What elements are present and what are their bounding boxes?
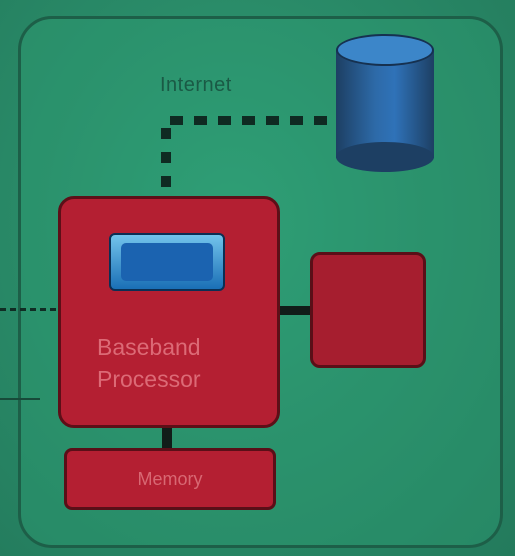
internet-path-dot [314, 116, 327, 125]
internet-path-dot [218, 116, 231, 125]
internet-path-dot [161, 152, 171, 163]
internet-path-dot [266, 116, 279, 125]
side-component-block [310, 252, 426, 368]
baseband-processor-block: Baseband Processor [58, 196, 280, 428]
processor-memory-link [162, 428, 172, 448]
baseband-processor-label: Baseband Processor [97, 334, 201, 392]
internet-path-dot [161, 128, 171, 139]
internet-path-dot [194, 116, 207, 125]
internet-path-dot [290, 116, 303, 125]
server-body [336, 50, 434, 158]
server-bottom [336, 142, 434, 172]
server-top [336, 34, 434, 66]
left-base-line [0, 398, 40, 400]
os-chip-icon [109, 233, 225, 291]
internet-path-dot [170, 116, 183, 125]
internet-label: Internet [160, 74, 232, 96]
memory-block: Memory [64, 448, 276, 510]
memory-label: Memory [137, 469, 203, 489]
os-chip-label [121, 243, 213, 281]
left-signal-line [0, 308, 58, 311]
internet-path-dot [242, 116, 255, 125]
database-cylinder-icon [336, 34, 434, 172]
internet-path-dot [161, 176, 171, 187]
processor-side-link [280, 306, 310, 315]
